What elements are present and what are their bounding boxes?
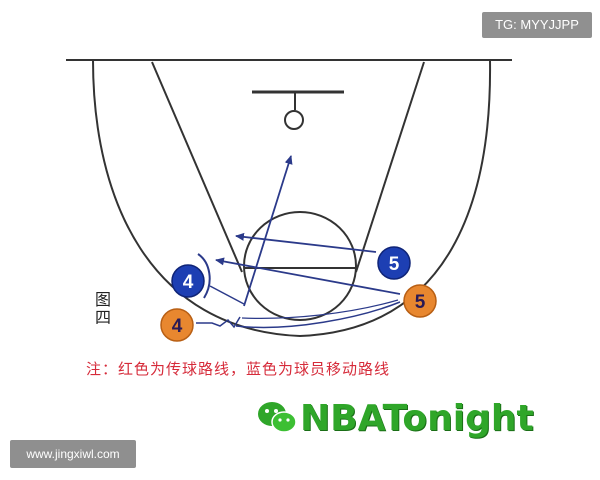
pass-line-orange5-to-left xyxy=(215,257,401,295)
watermark-top: TG: MYYJJPP xyxy=(482,12,592,38)
rim xyxy=(284,110,304,130)
lane-line-right xyxy=(355,61,425,273)
player4-move-line xyxy=(209,285,245,305)
logo-text: NBATonight xyxy=(300,397,534,439)
lane-line-left xyxy=(151,61,243,273)
figure-label: 图四 xyxy=(92,291,111,327)
player-blue-4-number: 4 xyxy=(183,272,194,293)
player-orange-4: 4 xyxy=(160,308,194,342)
orange4-curve-path xyxy=(235,301,401,329)
player-orange-4-number: 4 xyxy=(172,316,183,337)
player-blue-5: 5 xyxy=(377,246,411,280)
pass-line-5-to-left xyxy=(235,232,377,253)
nbatonight-logo: NBATonight xyxy=(256,396,534,440)
player-orange-5-number: 5 xyxy=(415,292,426,313)
orange4-curve-path-2 xyxy=(241,299,399,319)
screen-arc xyxy=(197,253,211,299)
player-orange-5: 5 xyxy=(403,284,437,318)
three-point-line xyxy=(92,59,492,338)
legend-note: 注：红色为传球路线，蓝色为球员移动路线 xyxy=(86,360,391,378)
watermark-bottom: www.jingxiwl.com xyxy=(10,440,136,468)
cut-to-basket-line xyxy=(243,155,293,307)
wechat-logo-icon xyxy=(258,402,297,433)
orange4-dribble-path xyxy=(196,316,241,329)
player-blue-4: 4 xyxy=(171,264,205,298)
player-blue-5-number: 5 xyxy=(389,254,400,275)
free-throw-circle xyxy=(243,211,357,321)
